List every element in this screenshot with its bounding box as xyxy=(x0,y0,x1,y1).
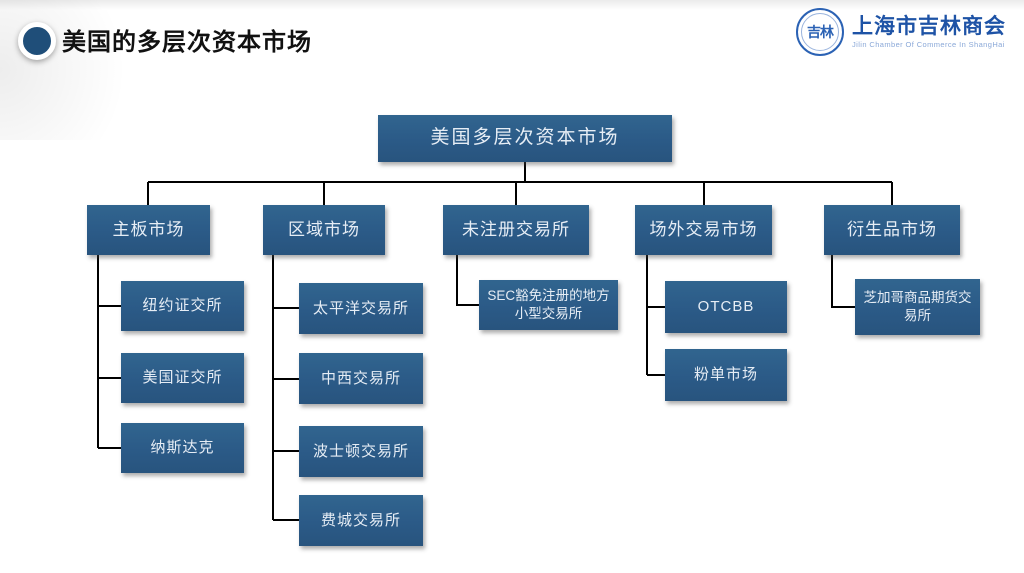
node-chicago-commodity-futures-exchange: 芝加哥商品期货交易所 xyxy=(855,279,980,335)
node-regional-market: 区域市场 xyxy=(263,205,385,255)
page-title: 美国的多层次资本市场 xyxy=(62,29,312,56)
org-name-en: Jilin Chamber Of Commerce In ShangHai xyxy=(852,40,1005,50)
logo-text-block: 上海市吉林商会 Jilin Chamber Of Commerce In Sha… xyxy=(852,15,1006,49)
node-midwest-exchange: 中西交易所 xyxy=(299,353,423,404)
org-name: 上海市吉林商会 xyxy=(852,14,1006,38)
title-bullet-icon xyxy=(18,22,56,60)
node-unregistered-exchange: 未注册交易所 xyxy=(443,205,589,255)
seal-text: 吉林 xyxy=(801,13,839,51)
node-pacific-exchange: 太平洋交易所 xyxy=(299,283,423,334)
node-sec-exempt-exchange: SEC豁免注册的地方小型交易所 xyxy=(479,280,618,330)
node-amex: 美国证交所 xyxy=(121,353,244,403)
slide-header: 美国的多层次资本市场 吉林 上海市吉林商会 Jilin Chamber Of C… xyxy=(0,0,1024,70)
chamber-seal-icon: 吉林 xyxy=(796,8,844,56)
node-main-board-market: 主板市场 xyxy=(87,205,210,255)
node-philadelphia-exchange: 费城交易所 xyxy=(299,495,423,546)
node-derivatives-market: 衍生品市场 xyxy=(824,205,960,255)
node-nyse: 纽约证交所 xyxy=(121,281,244,331)
node-otcbb: OTCBB xyxy=(665,281,787,333)
node-root: 美国多层次资本市场 xyxy=(378,115,672,162)
node-nasdaq: 纳斯达克 xyxy=(121,423,244,473)
node-otc-market: 场外交易市场 xyxy=(635,205,772,255)
node-boston-exchange: 波士顿交易所 xyxy=(299,426,423,477)
chamber-logo: 吉林 上海市吉林商会 Jilin Chamber Of Commerce In … xyxy=(796,8,1006,56)
node-pink-sheets: 粉单市场 xyxy=(665,349,787,401)
